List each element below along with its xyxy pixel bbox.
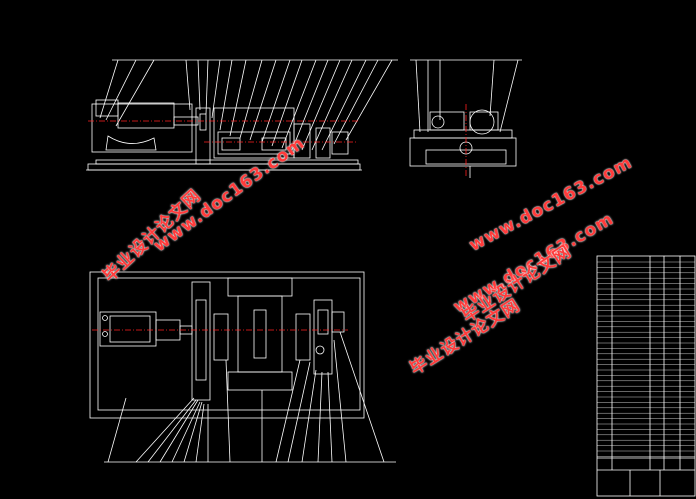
centerlines (88, 104, 467, 331)
parts-list-rows (597, 261, 695, 457)
front-view (86, 59, 398, 171)
plan-view (89, 271, 396, 463)
title-block (596, 255, 696, 497)
